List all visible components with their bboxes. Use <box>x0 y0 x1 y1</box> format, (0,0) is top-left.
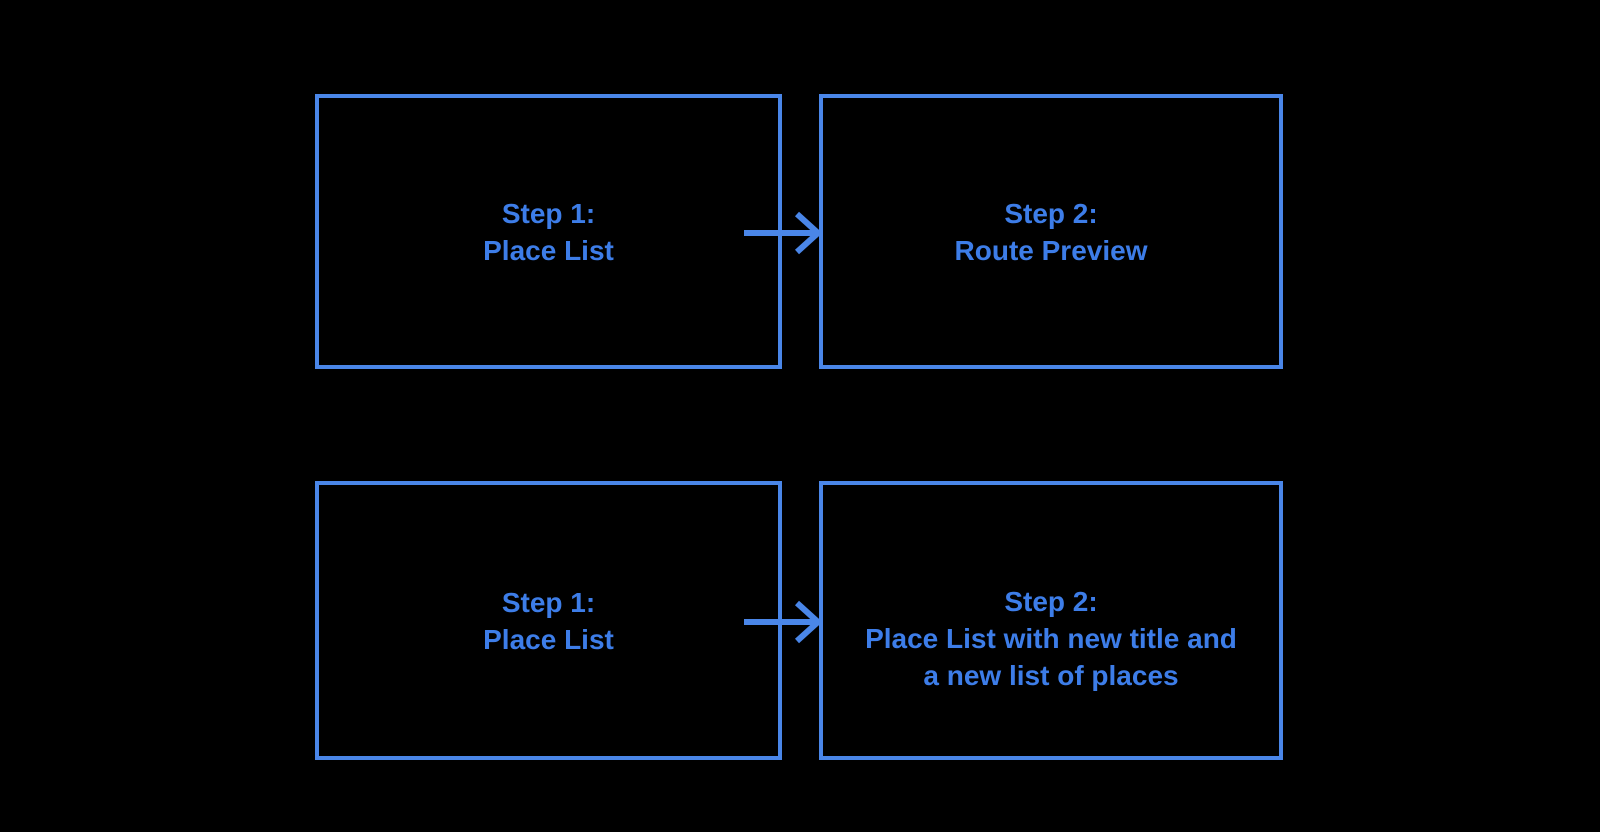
arrow-head-icon <box>794 211 823 255</box>
box-label-line: Step 2: <box>1004 197 1098 229</box>
arrow-step1-to-step2-bottom <box>744 600 823 644</box>
box-label-line: a new list of places <box>923 660 1179 691</box>
box-label-line: Place List <box>483 234 614 266</box>
box-label: Step 1: Place List <box>483 584 614 658</box>
box-label-line: Step 1: <box>501 197 596 229</box>
box-label: Step 2: Route Preview <box>955 195 1148 269</box>
arrow-head-icon <box>794 600 823 644</box>
box-label-line: Step 1: <box>501 586 596 618</box>
box-label-line: Step 2: <box>1004 586 1098 617</box>
box-step1-place-list-bottom: Step 1: Place List <box>315 481 782 760</box>
box-label-line: Place List with new title and <box>865 623 1237 654</box>
box-label-line: Route Preview <box>954 234 1148 266</box>
box-step2-route-preview: Step 2: Route Preview <box>819 94 1283 369</box>
box-step2-new-place-list: Step 2: Place List with new title and a … <box>819 481 1283 760</box>
arrow-step1-to-step2-top <box>744 211 823 255</box>
box-label-line: Place List <box>483 623 614 655</box>
box-label: Step 1: Place List <box>483 195 614 269</box>
box-label: Step 2: Place List with new title and a … <box>865 583 1237 694</box>
box-step1-place-list-top: Step 1: Place List <box>315 94 782 369</box>
